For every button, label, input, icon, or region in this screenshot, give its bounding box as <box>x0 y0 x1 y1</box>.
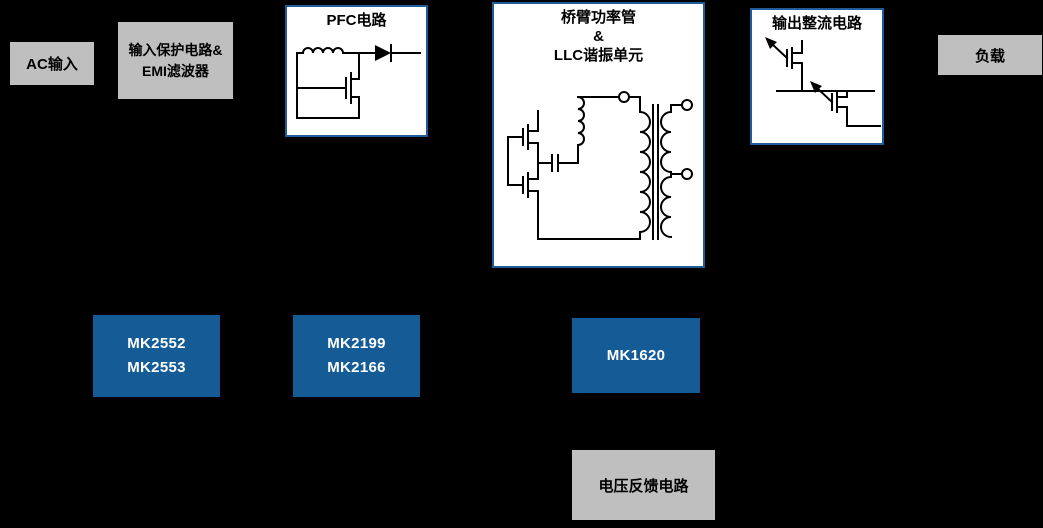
block-load: 负载 <box>938 35 1042 75</box>
secondary-winding-upper-icon <box>660 111 673 174</box>
rectifier-circuit-schematic <box>765 36 881 127</box>
chip-mk2552-mk2553: MK2552 MK2553 <box>93 315 220 397</box>
mosfet-icon <box>296 71 360 119</box>
resonant-inductor-icon <box>576 96 585 147</box>
pfc-wires <box>296 43 421 119</box>
chip-pfc-line2: MK2166 <box>327 359 386 376</box>
transformer-core-icon <box>652 104 659 241</box>
secondary-winding-lower-icon <box>660 176 673 239</box>
primary-winding-icon <box>638 111 651 234</box>
block-pfc-circuit: PFC电路 <box>285 5 428 137</box>
llc-circuit-schematic <box>507 91 693 241</box>
chip-llc-line1: MK1620 <box>606 346 666 364</box>
winding-terminal-dot <box>618 91 630 104</box>
pfc-title: PFC电路 <box>326 12 387 29</box>
llc-title-line3: LLC谐振单元 <box>553 46 644 64</box>
sync-rectifier-mosfet-lower-icon <box>810 80 881 127</box>
chip-pfc-line1: MK2199 <box>327 335 386 352</box>
input-protection-label-line2: EMI滤波器 <box>142 62 209 79</box>
chip-mk1620: MK1620 <box>572 318 700 393</box>
arrow-icon <box>765 36 777 49</box>
chip-emi-line2: MK2553 <box>127 359 186 376</box>
load-label: 负载 <box>974 47 1005 65</box>
rectifier-wires <box>765 36 881 127</box>
arrow-icon <box>810 80 822 93</box>
chip-emi-line1: MK2552 <box>127 335 186 352</box>
block-voltage-feedback: 电压反馈电路 <box>572 450 715 520</box>
mosfet-low-side-icon <box>507 162 539 213</box>
block-output-rectifier: 输出整流电路 <box>750 8 884 145</box>
diode-icon <box>375 44 391 61</box>
ac-input-label: AC输入 <box>26 56 78 73</box>
winding-terminal-dot <box>681 99 693 112</box>
sync-rectifier-mosfet-upper-icon <box>765 36 803 92</box>
winding-terminal-dot <box>681 168 693 181</box>
block-input-protection-emi: 输入保护电路& EMI滤波器 <box>118 22 233 99</box>
llc-wires <box>507 91 693 241</box>
voltage-feedback-label: 电压反馈电路 <box>598 477 689 495</box>
inductor-icon <box>301 46 345 54</box>
chip-mk2199-mk2166: MK2199 MK2166 <box>293 315 420 397</box>
pfc-circuit-schematic <box>296 43 421 119</box>
llc-title-line1: 桥臂功率管 <box>560 9 636 26</box>
llc-title-line2: & <box>593 27 604 45</box>
block-ac-input: AC输入 <box>10 42 94 85</box>
mosfet-high-side-icon <box>507 110 539 165</box>
input-protection-label-line1: 输入保护电路& <box>128 41 223 58</box>
output-rectifier-title: 输出整流电路 <box>771 15 862 32</box>
block-llc-resonant-unit: 桥臂功率管 & LLC谐振单元 <box>492 2 705 268</box>
transformer-icon <box>638 99 693 241</box>
